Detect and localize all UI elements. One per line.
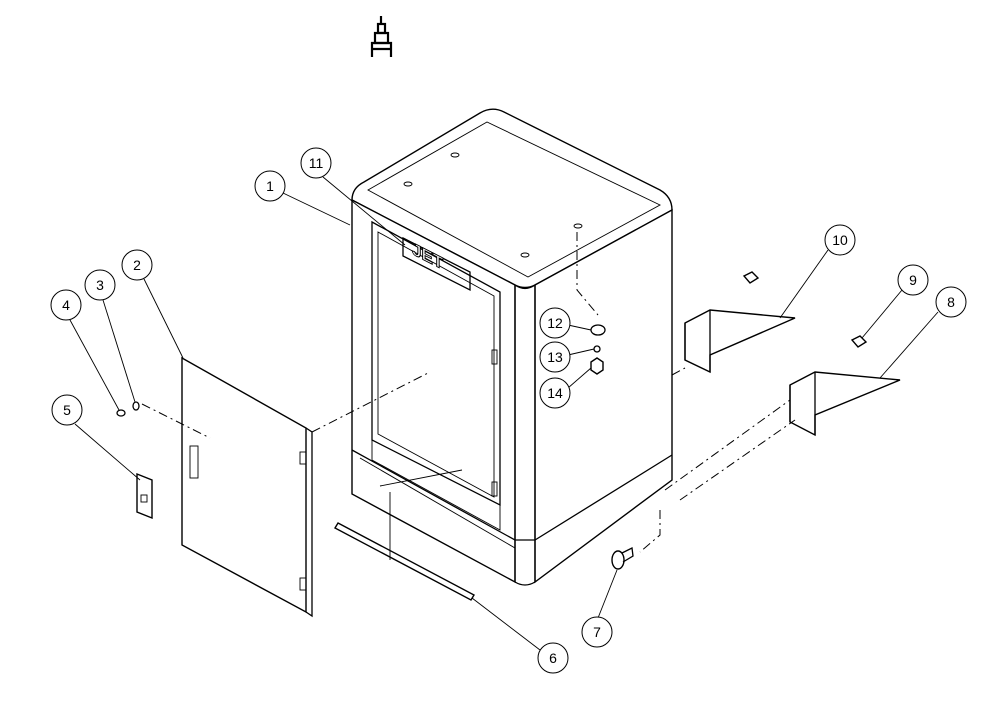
callout-11: 11 [300,147,332,179]
cabinet-body: JET [351,108,673,586]
svg-text:11: 11 [309,155,324,171]
callout-3: 3 [84,269,116,301]
callout-13: 13 [539,341,571,373]
svg-text:13: 13 [547,349,563,365]
bracket-8 [789,335,901,437]
svg-text:1: 1 [266,178,274,194]
rod [334,522,475,601]
screw [116,409,126,417]
leader-lines [69,176,939,651]
latch-plate [136,472,153,520]
nut-14 [590,357,604,375]
svg-text:4: 4 [62,297,70,313]
callout-8: 8 [935,286,967,318]
leveling-foot [611,547,634,570]
callout-5: 5 [51,394,83,426]
svg-text:8: 8 [947,294,955,310]
svg-text:7: 7 [593,624,601,640]
callout-10: 10 [824,224,856,256]
bracket-10 [684,271,796,374]
callout-1: 1 [254,170,286,202]
svg-text:12: 12 [547,315,563,331]
callout-6: 6 [537,642,569,674]
svg-text:14: 14 [547,385,563,401]
svg-text:6: 6 [549,650,557,666]
tower-symbol-icon [370,16,393,57]
svg-text:10: 10 [832,232,848,248]
svg-text:2: 2 [133,257,141,273]
callout-12: 12 [539,307,571,339]
svg-text:9: 9 [909,272,917,288]
callout-7: 7 [581,616,613,648]
callout-9: 9 [897,264,929,296]
washer [132,401,140,411]
callout-4: 4 [50,289,82,321]
svg-text:5: 5 [63,402,71,418]
cabinet-door [181,356,313,618]
callout-2: 2 [121,249,153,281]
callout-14: 14 [539,377,571,409]
svg-text:3: 3 [96,277,104,293]
